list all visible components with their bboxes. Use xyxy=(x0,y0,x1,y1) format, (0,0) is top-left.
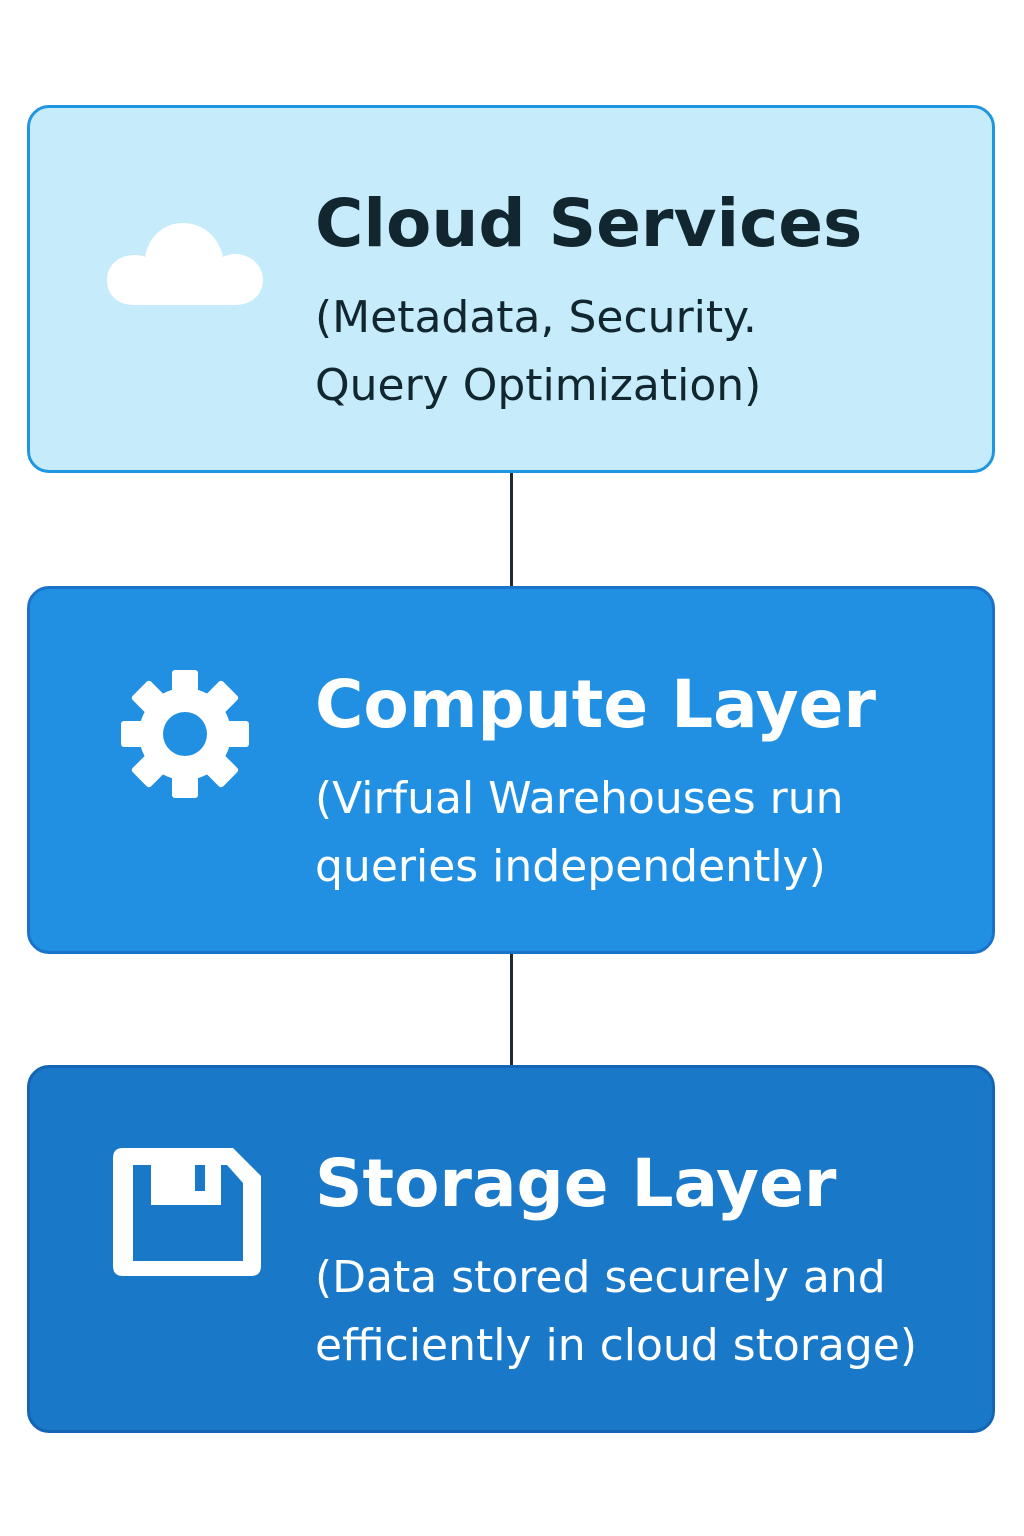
connector-cloud-compute xyxy=(510,473,513,586)
layer-title: Cloud Services xyxy=(315,185,863,262)
layer-title: Compute Layer xyxy=(315,666,876,743)
connector-compute-storage xyxy=(510,954,513,1065)
layer-description-line: (Data stored securely and xyxy=(315,1252,886,1303)
layer-title: Storage Layer xyxy=(315,1145,837,1222)
gear-icon xyxy=(105,664,265,804)
layer-description-line: queries independently) xyxy=(315,841,826,892)
cloud-icon xyxy=(105,183,265,323)
layer-description-line: (Virfual Warehouses run xyxy=(315,773,844,824)
cloud-services-box: Cloud Services (Metadata, Security. Quer… xyxy=(27,105,995,473)
layer-description: (Data stored securely and efficiently in… xyxy=(315,1244,975,1380)
compute-layer-box: Compute Layer (Virfual Warehouses run qu… xyxy=(27,586,995,954)
layer-description: (Metadata, Security. Query Optimization) xyxy=(315,284,975,420)
layer-description-line: Query Optimization) xyxy=(315,360,762,411)
layer-description: (Virfual Warehouses run queries independ… xyxy=(315,765,975,901)
layer-description-line: efficiently in cloud storage) xyxy=(315,1320,918,1371)
floppy-disk-icon xyxy=(105,1143,265,1283)
storage-layer-box: Storage Layer (Data stored securely and … xyxy=(27,1065,995,1433)
layer-description-line: (Metadata, Security. xyxy=(315,292,757,343)
